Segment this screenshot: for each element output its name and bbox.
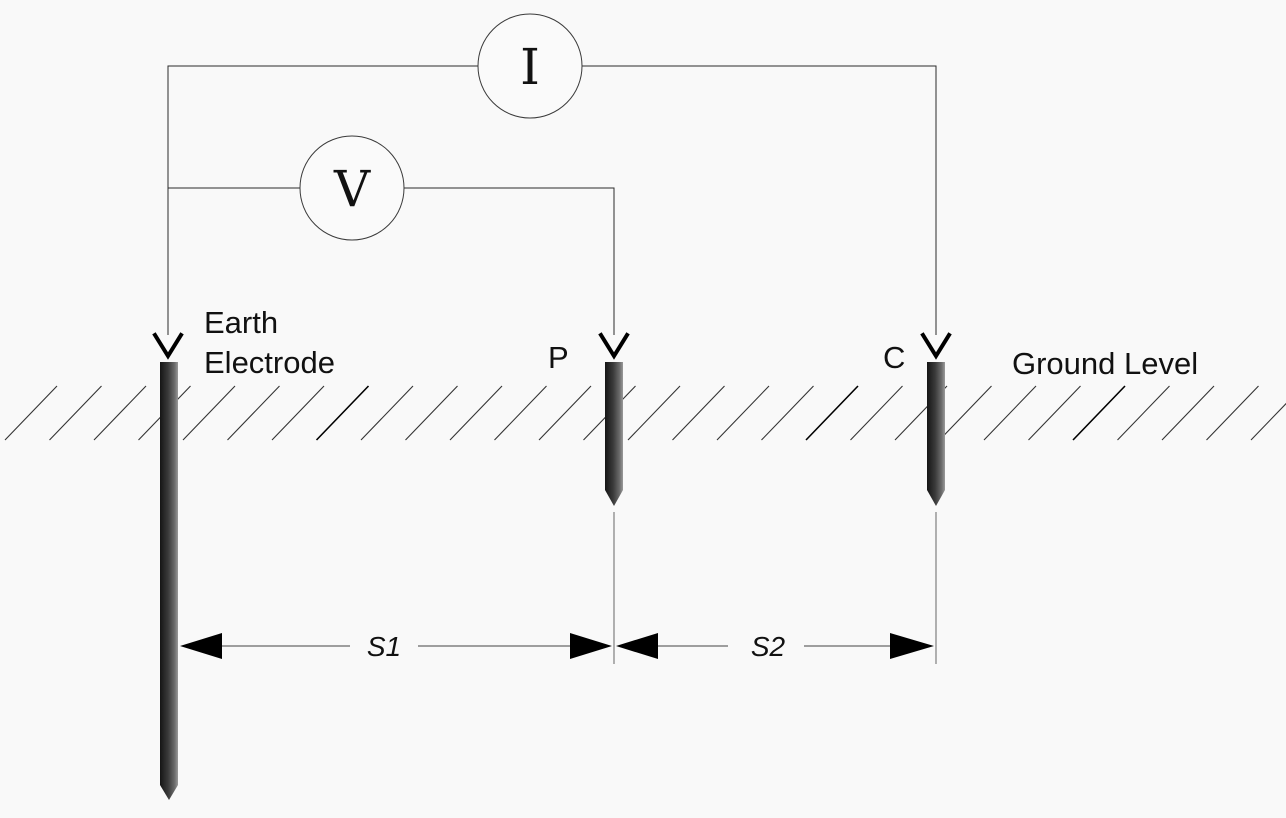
dimension-s1: S1 bbox=[180, 631, 612, 662]
ground-hatch-line bbox=[49, 385, 102, 441]
ground-hatch-line bbox=[672, 385, 725, 441]
ammeter: I bbox=[477, 13, 583, 119]
ground-hatch-line bbox=[761, 385, 814, 441]
earth-electrode-label-line2: Electrode bbox=[204, 345, 335, 380]
voltmeter-circle bbox=[299, 135, 405, 241]
ground-hatch-line bbox=[405, 385, 458, 441]
ground-hatch-line bbox=[315, 385, 370, 441]
ground-hatch-line bbox=[1250, 402, 1286, 441]
s2-label: S2 bbox=[751, 631, 786, 662]
ground-hatch-line bbox=[850, 385, 903, 441]
ground-hatch-line bbox=[1072, 385, 1126, 441]
ground-hatch-line bbox=[271, 385, 325, 441]
ground-hatch-line bbox=[182, 385, 236, 441]
earth-electrode-label-line1: Earth bbox=[204, 305, 278, 340]
current-wire-right bbox=[582, 65, 937, 335]
earth-electrode-connector bbox=[152, 332, 184, 360]
ground-hatch-line bbox=[449, 385, 503, 441]
probe-c-rod bbox=[927, 362, 945, 506]
ground-hatch-line bbox=[1028, 385, 1081, 441]
ground-hatch-line bbox=[494, 385, 547, 441]
ground-hatch-line bbox=[1206, 385, 1259, 441]
ground-level-label: Ground Level bbox=[1012, 346, 1198, 381]
probe-c-label: C bbox=[883, 340, 905, 375]
probe-c-connector bbox=[920, 332, 952, 360]
probe-p-label: P bbox=[548, 340, 569, 375]
ammeter-symbol: I bbox=[520, 38, 540, 96]
ground-hatch-line bbox=[805, 385, 859, 441]
voltage-wire-right bbox=[403, 187, 615, 335]
voltmeter-symbol: V bbox=[333, 160, 371, 218]
voltmeter: V bbox=[299, 135, 405, 241]
s1-label: S1 bbox=[367, 631, 401, 662]
probe-p-rod bbox=[605, 362, 623, 506]
current-wire-left bbox=[167, 65, 478, 335]
ground-hatch-line bbox=[627, 385, 681, 441]
ammeter-circle bbox=[477, 13, 583, 119]
s1-arrow-right bbox=[570, 633, 612, 659]
ground-hatch-line bbox=[538, 385, 592, 441]
ground-hatch-line bbox=[983, 385, 1037, 441]
earth-electrode-rod bbox=[160, 362, 178, 800]
ground-hatch-line bbox=[1161, 385, 1215, 441]
s2-arrow-right bbox=[890, 633, 934, 659]
ground-hatching bbox=[4, 385, 1286, 441]
ground-hatch-line bbox=[1117, 385, 1170, 441]
circuit-wires bbox=[167, 65, 937, 335]
dimension-s2: S2 bbox=[616, 631, 934, 662]
ground-hatch-line bbox=[939, 385, 992, 441]
ground-hatch-line bbox=[360, 385, 414, 441]
ground-hatch-line bbox=[93, 385, 147, 441]
ground-hatch-line bbox=[716, 385, 770, 441]
probe-p-connector bbox=[598, 332, 630, 360]
s2-arrow-left bbox=[616, 633, 658, 659]
ground-hatch-line bbox=[4, 385, 58, 441]
ground-hatch-line bbox=[227, 385, 280, 441]
s1-arrow-left bbox=[180, 633, 222, 659]
